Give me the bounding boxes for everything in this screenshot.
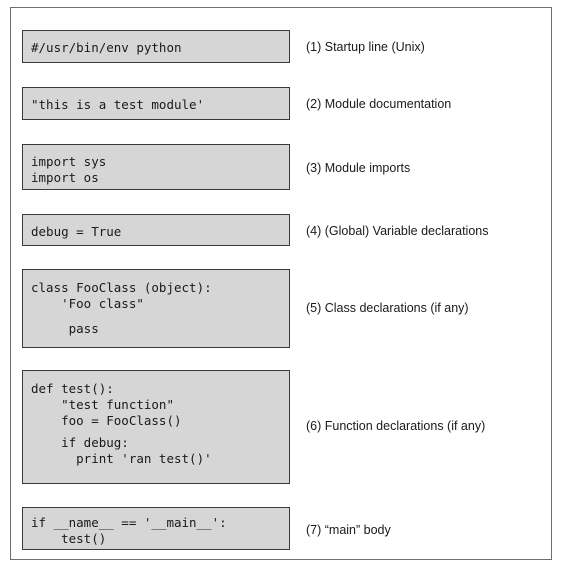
variable-declarations-caption: (4) (Global) Variable declarations (306, 224, 489, 238)
code-line: if __name__ == '__main__': (31, 515, 227, 530)
code-line: class FooClass (object): (31, 280, 212, 295)
code-line: "test function" (31, 397, 174, 412)
module-imports-code-box: import sys import os (22, 144, 290, 190)
code-line: debug = True (31, 224, 122, 239)
main-body-code-box: if __name__ == '__main__': test() (22, 507, 290, 550)
code-line: "this is a test module' (31, 97, 205, 112)
startup-line-caption: (1) Startup line (Unix) (306, 40, 425, 54)
class-declarations-caption: (5) Class declarations (if any) (306, 301, 469, 315)
startup-line-code-box: #/usr/bin/env python (22, 30, 290, 63)
main-body-caption: (7) “main” body (306, 523, 391, 537)
code-line: #/usr/bin/env python (31, 40, 182, 55)
module-imports-caption: (3) Module imports (306, 161, 411, 175)
code-line: pass (31, 321, 99, 336)
variable-declarations-code-box: debug = True (22, 214, 290, 246)
code-line: 'Foo class" (31, 296, 144, 311)
code-line: import os (31, 170, 99, 185)
code-line: foo = FooClass() (31, 413, 182, 428)
module-documentation-code-box: "this is a test module' (22, 87, 290, 120)
code-line: import sys (31, 154, 107, 169)
code-line: def test(): (31, 381, 114, 396)
class-declarations-code-box: class FooClass (object): 'Foo class" pas… (22, 269, 290, 348)
code-line: test() (31, 531, 107, 546)
function-declarations-caption: (6) Function declarations (if any) (306, 419, 486, 433)
code-line: if debug: (31, 435, 129, 450)
module-documentation-caption: (2) Module documentation (306, 97, 452, 111)
module-structure-diagram: #/usr/bin/env python (1) Startup line (U… (10, 7, 552, 560)
function-declarations-code-box: def test(): "test function" foo = FooCla… (22, 370, 290, 484)
code-line: print 'ran test()' (31, 451, 212, 466)
